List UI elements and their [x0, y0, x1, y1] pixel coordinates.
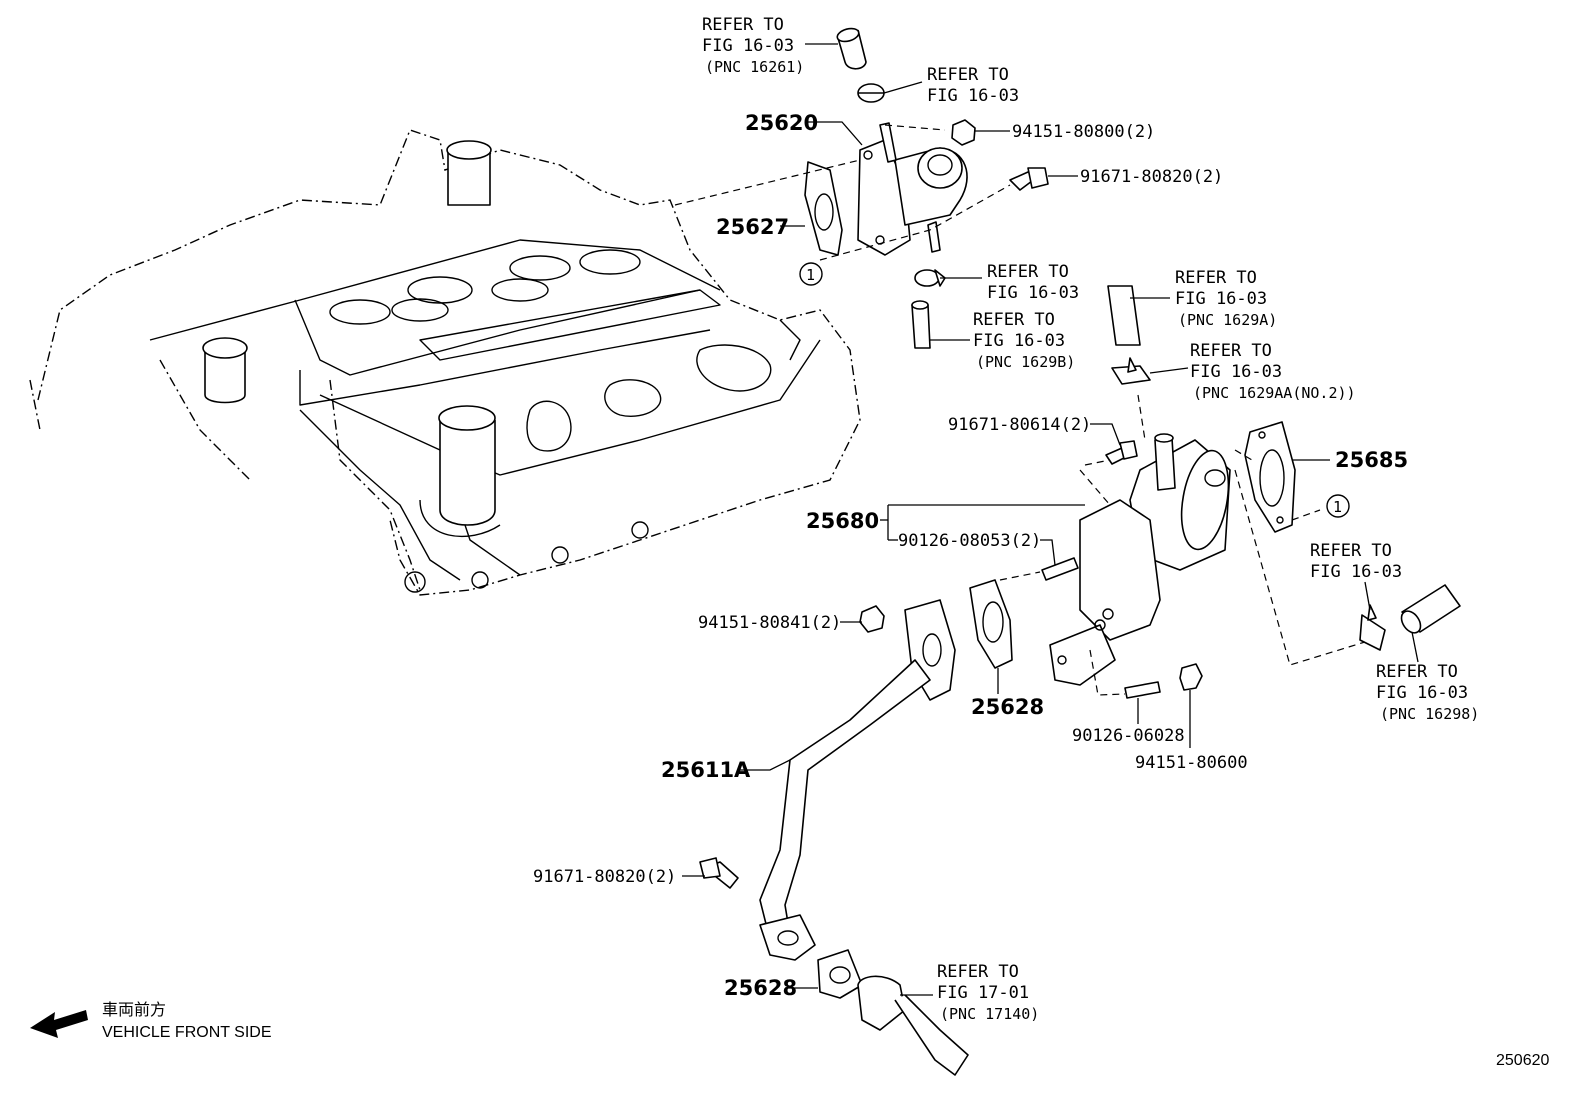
gasket-25628-upper [969, 579, 1013, 669]
stud-90126-08053 [1041, 557, 1079, 581]
bolt-91671-80820-bottom [699, 857, 739, 889]
gasket-25627 [804, 161, 843, 256]
nut-94151-80800 [951, 119, 976, 146]
gasket-25685 [1244, 421, 1296, 533]
svg-text:FIG 16-03: FIG 16-03 [1376, 683, 1468, 703]
label-ref-clamp-1629aa: REFER TO FIG 16-03 (PNC 1629AA(NO.2)) [1190, 341, 1356, 402]
part-number-91671-80820-bottom: 91671-80820(2) [533, 867, 676, 887]
vehicle-front-en: VEHICLE FRONT SIDE [102, 1024, 272, 1041]
part-number-91671-80614: 91671-80614(2) [948, 415, 1091, 435]
part-number-25685: 25685 [1335, 448, 1408, 472]
svg-text:FIG 16-03: FIG 16-03 [927, 86, 1019, 106]
label-ref-clamp-mid: REFER TO FIG 16-03 [987, 262, 1079, 303]
label-ref-clamp-right: REFER TO FIG 16-03 [1310, 541, 1402, 582]
bolt-91671-80614 [1105, 440, 1138, 465]
part-number-25627: 25627 [716, 215, 789, 239]
hose-pnc-1629b [911, 300, 931, 349]
svg-text:REFER TO: REFER TO [937, 962, 1019, 982]
svg-text:1: 1 [806, 266, 815, 284]
label-ref-hose-1629a: REFER TO FIG 16-03 (PNC 1629A) [1175, 268, 1277, 329]
svg-text:(PNC 17140): (PNC 17140) [940, 1005, 1039, 1023]
svg-text:FIG 16-03: FIG 16-03 [987, 283, 1079, 303]
svg-text:REFER TO: REFER TO [1190, 341, 1272, 361]
nut-94151-80841 [859, 605, 885, 633]
hose-clamp-right [1359, 604, 1386, 651]
label-ref-top: REFER TO FIG 16-03 (PNC 16261) [702, 15, 804, 76]
svg-text:FIG 16-03: FIG 16-03 [1310, 562, 1402, 582]
svg-text:(PNC 16261): (PNC 16261) [705, 58, 804, 76]
svg-text:FIG 16-03: FIG 16-03 [973, 331, 1065, 351]
part-number-91671-80820-top: 91671-80820(2) [1080, 167, 1223, 187]
egr-pipe-25611a [759, 599, 956, 961]
label-ref-clamp-top: REFER TO FIG 16-03 [927, 65, 1019, 106]
vehicle-front-arrow-icon [30, 1010, 88, 1038]
svg-text:1: 1 [1333, 498, 1342, 516]
svg-text:(PNC 1629B): (PNC 1629B) [976, 353, 1075, 371]
hose-pnc-1629a [1107, 285, 1141, 346]
circle-marker-left: 1 [799, 262, 823, 286]
leader-lines [682, 43, 1419, 996]
svg-text:FIG 16-03: FIG 16-03 [1190, 362, 1282, 382]
part-number-94151-80600: 94151-80600 [1135, 753, 1248, 773]
assembly-dashed-lines [674, 124, 1366, 696]
svg-text:(PNC 1629A): (PNC 1629A) [1178, 311, 1277, 329]
svg-text:REFER TO: REFER TO [987, 262, 1069, 282]
vehicle-front-legend: 車両前方 VEHICLE FRONT SIDE [102, 1000, 272, 1044]
label-ref-bottom: REFER TO FIG 17-01 (PNC 17140) [937, 962, 1039, 1023]
hose-pnc-16261 [836, 27, 867, 70]
bolt-91671-80820-top [1009, 167, 1049, 191]
gasket-25628-lower [817, 949, 863, 999]
part-number-25628-lower: 25628 [724, 976, 797, 1000]
label-ref-hose-1629b: REFER TO FIG 16-03 (PNC 1629B) [973, 310, 1075, 371]
svg-text:REFER TO: REFER TO [702, 15, 784, 35]
pipe-pnc-17140 [857, 975, 969, 1076]
circle-marker-right: 1 [1326, 494, 1350, 518]
hose-pnc-16298 [1400, 584, 1461, 634]
svg-text:REFER TO: REFER TO [1175, 268, 1257, 288]
svg-text:(PNC 16298): (PNC 16298) [1380, 705, 1479, 723]
label-ref-hose-16298: REFER TO FIG 16-03 (PNC 16298) [1376, 662, 1479, 723]
part-number-90126-08053: 90126-08053(2) [898, 531, 1041, 551]
svg-text:REFER TO: REFER TO [1310, 541, 1392, 561]
part-number-94151-80841: 94151-80841(2) [698, 613, 841, 633]
svg-text:REFER TO: REFER TO [973, 310, 1055, 330]
svg-text:REFER TO: REFER TO [1376, 662, 1458, 682]
part-number-25628-upper: 25628 [971, 695, 1044, 719]
part-number-25620: 25620 [745, 111, 818, 135]
stud-90126-06028 [1124, 681, 1161, 699]
part-number-25680: 25680 [806, 509, 879, 533]
engine-cylinder-head-outline [29, 129, 861, 596]
nut-94151-80600 [1179, 663, 1203, 691]
vehicle-front-jp: 車両前方 [102, 1002, 167, 1019]
egr-cooler-25680 [1049, 433, 1231, 686]
part-number-94151-80800: 94151-80800(2) [1012, 122, 1155, 142]
svg-text:(PNC 1629AA(NO.2)): (PNC 1629AA(NO.2)) [1193, 384, 1356, 402]
figure-code: 250620 [1496, 1052, 1550, 1069]
svg-text:REFER TO: REFER TO [927, 65, 1009, 85]
svg-text:FIG 16-03: FIG 16-03 [1175, 289, 1267, 309]
egr-valve-25620 [857, 122, 968, 256]
part-number-90126-06028: 90126-06028 [1072, 726, 1185, 746]
hose-clamp-1629aa [1111, 357, 1151, 385]
svg-text:FIG 16-03: FIG 16-03 [702, 36, 794, 56]
svg-text:FIG 17-01: FIG 17-01 [937, 983, 1029, 1003]
hose-clamp-top [857, 83, 885, 103]
part-number-25611a: 25611A [661, 758, 751, 782]
